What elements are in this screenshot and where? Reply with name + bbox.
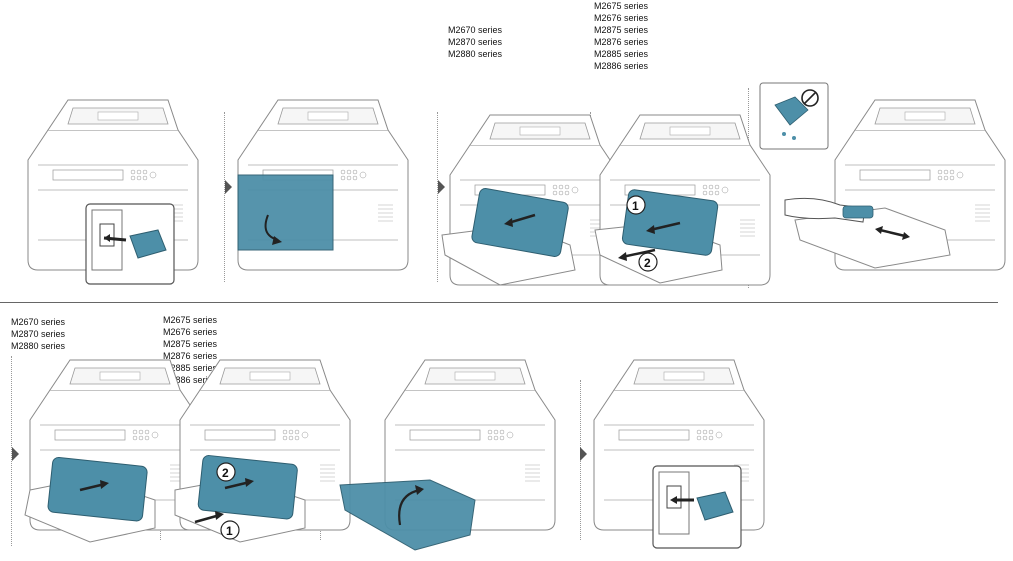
step7-model-list: M2675 series M2676 series M2875 series M… (163, 314, 217, 386)
model-label: M2670 series (11, 317, 66, 327)
model-label: M2876 series (594, 37, 649, 47)
step8-printer (339, 359, 556, 551)
step4-badge-2: 2 (638, 252, 658, 272)
model-label: M2885 series (594, 49, 649, 59)
badge-number: 2 (222, 466, 229, 480)
model-label: M2676 series (163, 327, 218, 337)
step-separator (224, 112, 225, 282)
step-separator (11, 356, 12, 546)
model-label: M2885 series (163, 363, 218, 373)
model-label: M2870 series (448, 37, 503, 47)
triangle-right-icon (438, 180, 445, 194)
model-label: M2875 series (163, 339, 218, 349)
step7-printer (174, 359, 351, 543)
model-label: M2676 series (594, 13, 649, 23)
model-label: M2886 series (163, 375, 218, 385)
model-label: M2875 series (594, 25, 649, 35)
model-label: M2870 series (11, 329, 66, 339)
power-plug-icon (85, 203, 175, 285)
model-label: M2675 series (594, 1, 649, 11)
badge-number: 1 (632, 199, 639, 213)
power-plug-icon (652, 465, 742, 549)
step4-printer (594, 114, 771, 286)
row-divider (0, 302, 998, 303)
badge-number: 1 (226, 524, 233, 538)
triangle-right-icon (12, 447, 19, 461)
step5-printer (784, 99, 1006, 271)
step6-model-list: M2670 series M2870 series M2880 series (11, 316, 65, 352)
step3-model-list: M2670 series M2870 series M2880 series (448, 24, 502, 60)
step4-badge-1: 1 (626, 195, 646, 215)
model-label: M2876 series (163, 351, 218, 361)
model-label: M2886 series (594, 61, 649, 71)
step6-printer (24, 359, 201, 543)
triangle-right-icon (225, 180, 232, 194)
step2-printer (237, 99, 409, 271)
model-label: M2670 series (448, 25, 503, 35)
model-label: M2675 series (163, 315, 218, 325)
model-label: M2880 series (448, 49, 503, 59)
step3-printer (441, 114, 621, 286)
step-separator (437, 112, 438, 282)
step7-badge-2: 2 (216, 462, 236, 482)
model-label: M2880 series (11, 341, 66, 351)
step7-badge-1: 1 (220, 520, 240, 540)
triangle-right-icon (580, 447, 587, 461)
no-water-icon (759, 82, 829, 150)
step4-model-list: M2675 series M2676 series M2875 series M… (594, 0, 648, 72)
badge-number: 2 (644, 256, 651, 270)
